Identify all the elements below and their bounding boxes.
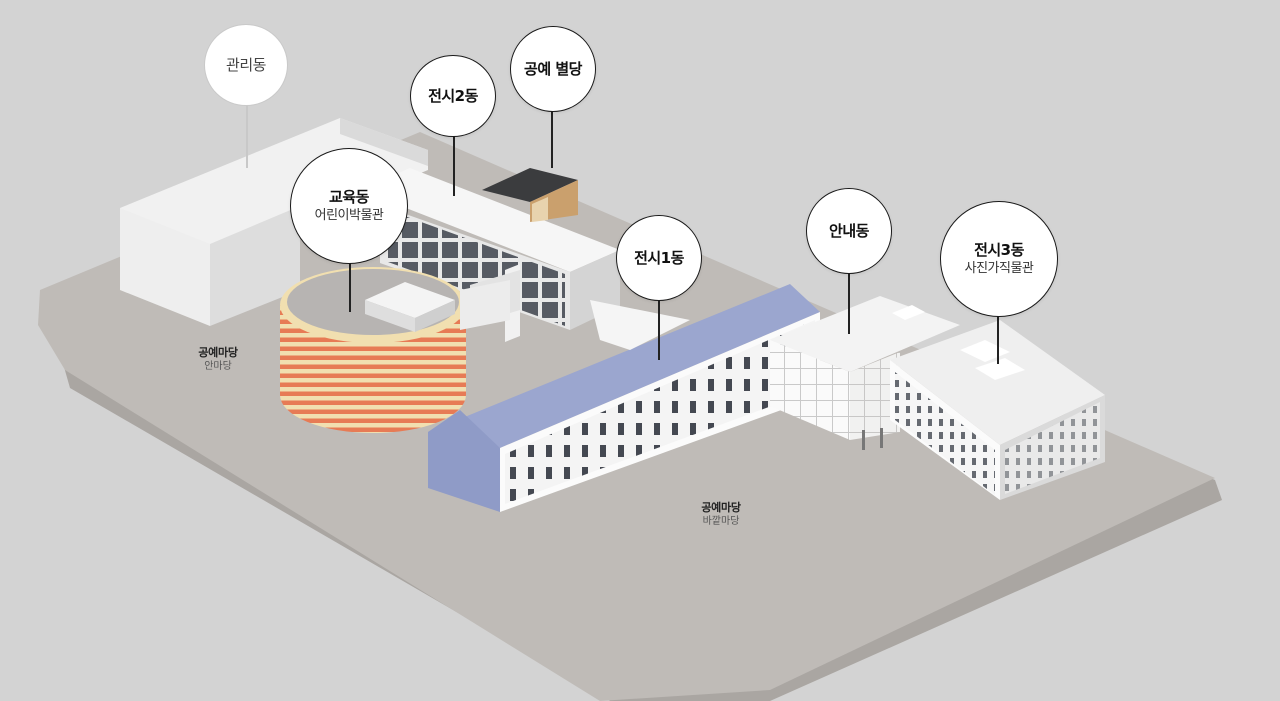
craft-annex-pin-line bbox=[551, 110, 553, 168]
pin-exhibition3-sublabel: 사진가직물관 bbox=[964, 261, 1034, 276]
pin-exhibition3[interactable]: 전시3동 사진가직물관 bbox=[940, 201, 1058, 317]
information-building bbox=[770, 296, 960, 450]
exhibition3-building bbox=[890, 320, 1105, 500]
education-pin-line bbox=[349, 262, 351, 312]
management-pin-line bbox=[246, 104, 248, 168]
exhibition3-pin-line bbox=[997, 316, 999, 364]
pin-craft-annex[interactable]: 공예 별당 bbox=[510, 26, 596, 112]
exhibition1-building bbox=[428, 284, 820, 512]
pin-education-label: 교육동 bbox=[329, 188, 369, 206]
pin-education[interactable]: 교육동 어린이박물관 bbox=[290, 148, 408, 264]
pin-exhibition2-label: 전시2동 bbox=[428, 87, 478, 105]
pin-management[interactable]: 관리동 bbox=[204, 24, 288, 106]
exhibition1-pin-line bbox=[658, 300, 660, 360]
craft-annex-building bbox=[482, 168, 578, 222]
yard-inner-sublabel: 안마당 bbox=[204, 361, 232, 372]
pin-education-sublabel: 어린이박물관 bbox=[314, 208, 384, 223]
pin-management-label: 관리동 bbox=[226, 56, 266, 74]
pin-exhibition2[interactable]: 전시2동 bbox=[410, 55, 496, 137]
pin-information[interactable]: 안내동 bbox=[806, 188, 892, 274]
yard-outer-sublabel: 바깥마당 bbox=[702, 516, 740, 527]
yard-outer: 공예마당 바깥마당 bbox=[701, 500, 741, 529]
education-rotunda bbox=[280, 267, 510, 433]
pin-exhibition3-label: 전시3동 bbox=[974, 241, 1024, 259]
yard-inner: 공예마당 안마당 bbox=[198, 345, 238, 374]
yard-inner-label: 공예마당 bbox=[198, 346, 238, 359]
information-pin-line bbox=[848, 272, 850, 334]
exhibition2-pin-line bbox=[453, 134, 455, 196]
pin-exhibition1[interactable]: 전시1동 bbox=[616, 215, 702, 301]
pin-information-label: 안내동 bbox=[829, 222, 869, 240]
pin-craft-annex-label: 공예 별당 bbox=[524, 60, 582, 78]
pin-exhibition1-label: 전시1동 bbox=[634, 249, 684, 267]
yard-outer-label: 공예마당 bbox=[701, 501, 741, 514]
